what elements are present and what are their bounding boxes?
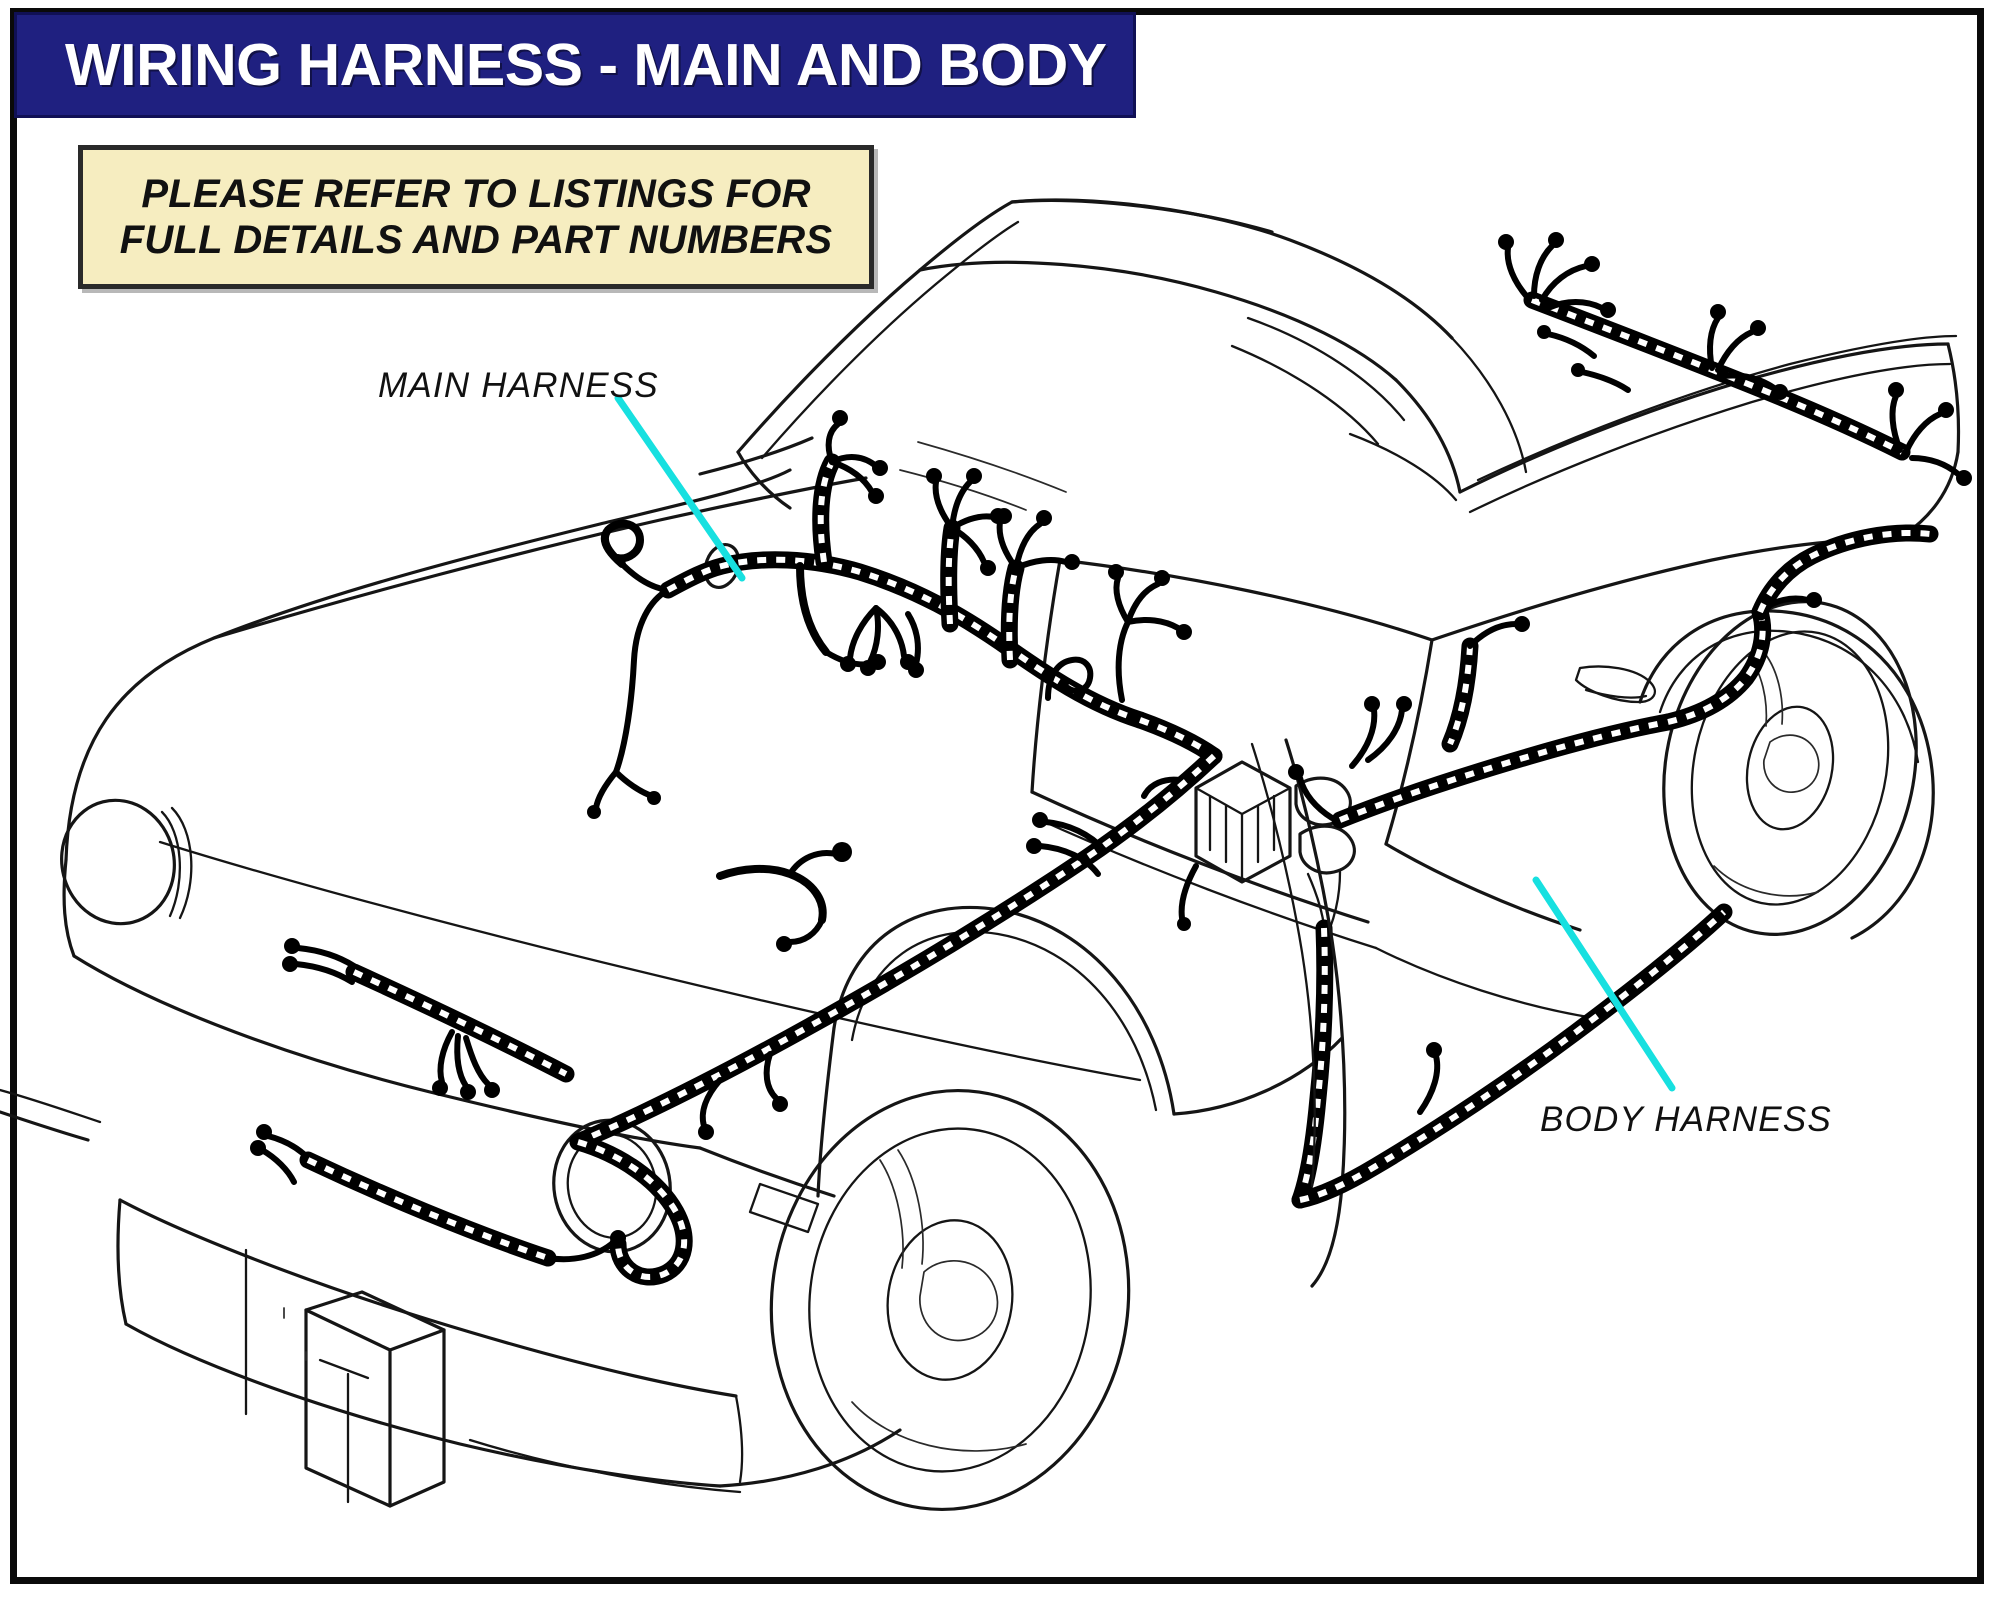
title-banner: WIRING HARNESS - MAIN AND BODY [14, 12, 1136, 118]
car-body-outline [0, 198, 1961, 1512]
page-title: WIRING HARNESS - MAIN AND BODY [65, 32, 1107, 98]
notice-line-2: FULL DETAILS AND PART NUMBERS [119, 218, 833, 262]
body-harness-loom [1288, 232, 1972, 1209]
notice-box: PLEASE REFER TO LISTINGS FOR FULL DETAIL… [78, 145, 874, 289]
main-harness-loom [569, 410, 1356, 1288]
front-sub-harnesses [250, 938, 626, 1267]
callout-label-main-harness: MAIN HARNESS [378, 366, 659, 405]
callout-label-body-harness: BODY HARNESS [1540, 1100, 1832, 1139]
leader-line-main-harness [614, 394, 746, 582]
callout-leader-lines [614, 394, 1676, 1092]
leader-line-body-harness [1532, 876, 1676, 1092]
fusebox [1141, 760, 1292, 931]
notice-line-1: PLEASE REFER TO LISTINGS FOR [141, 171, 811, 216]
